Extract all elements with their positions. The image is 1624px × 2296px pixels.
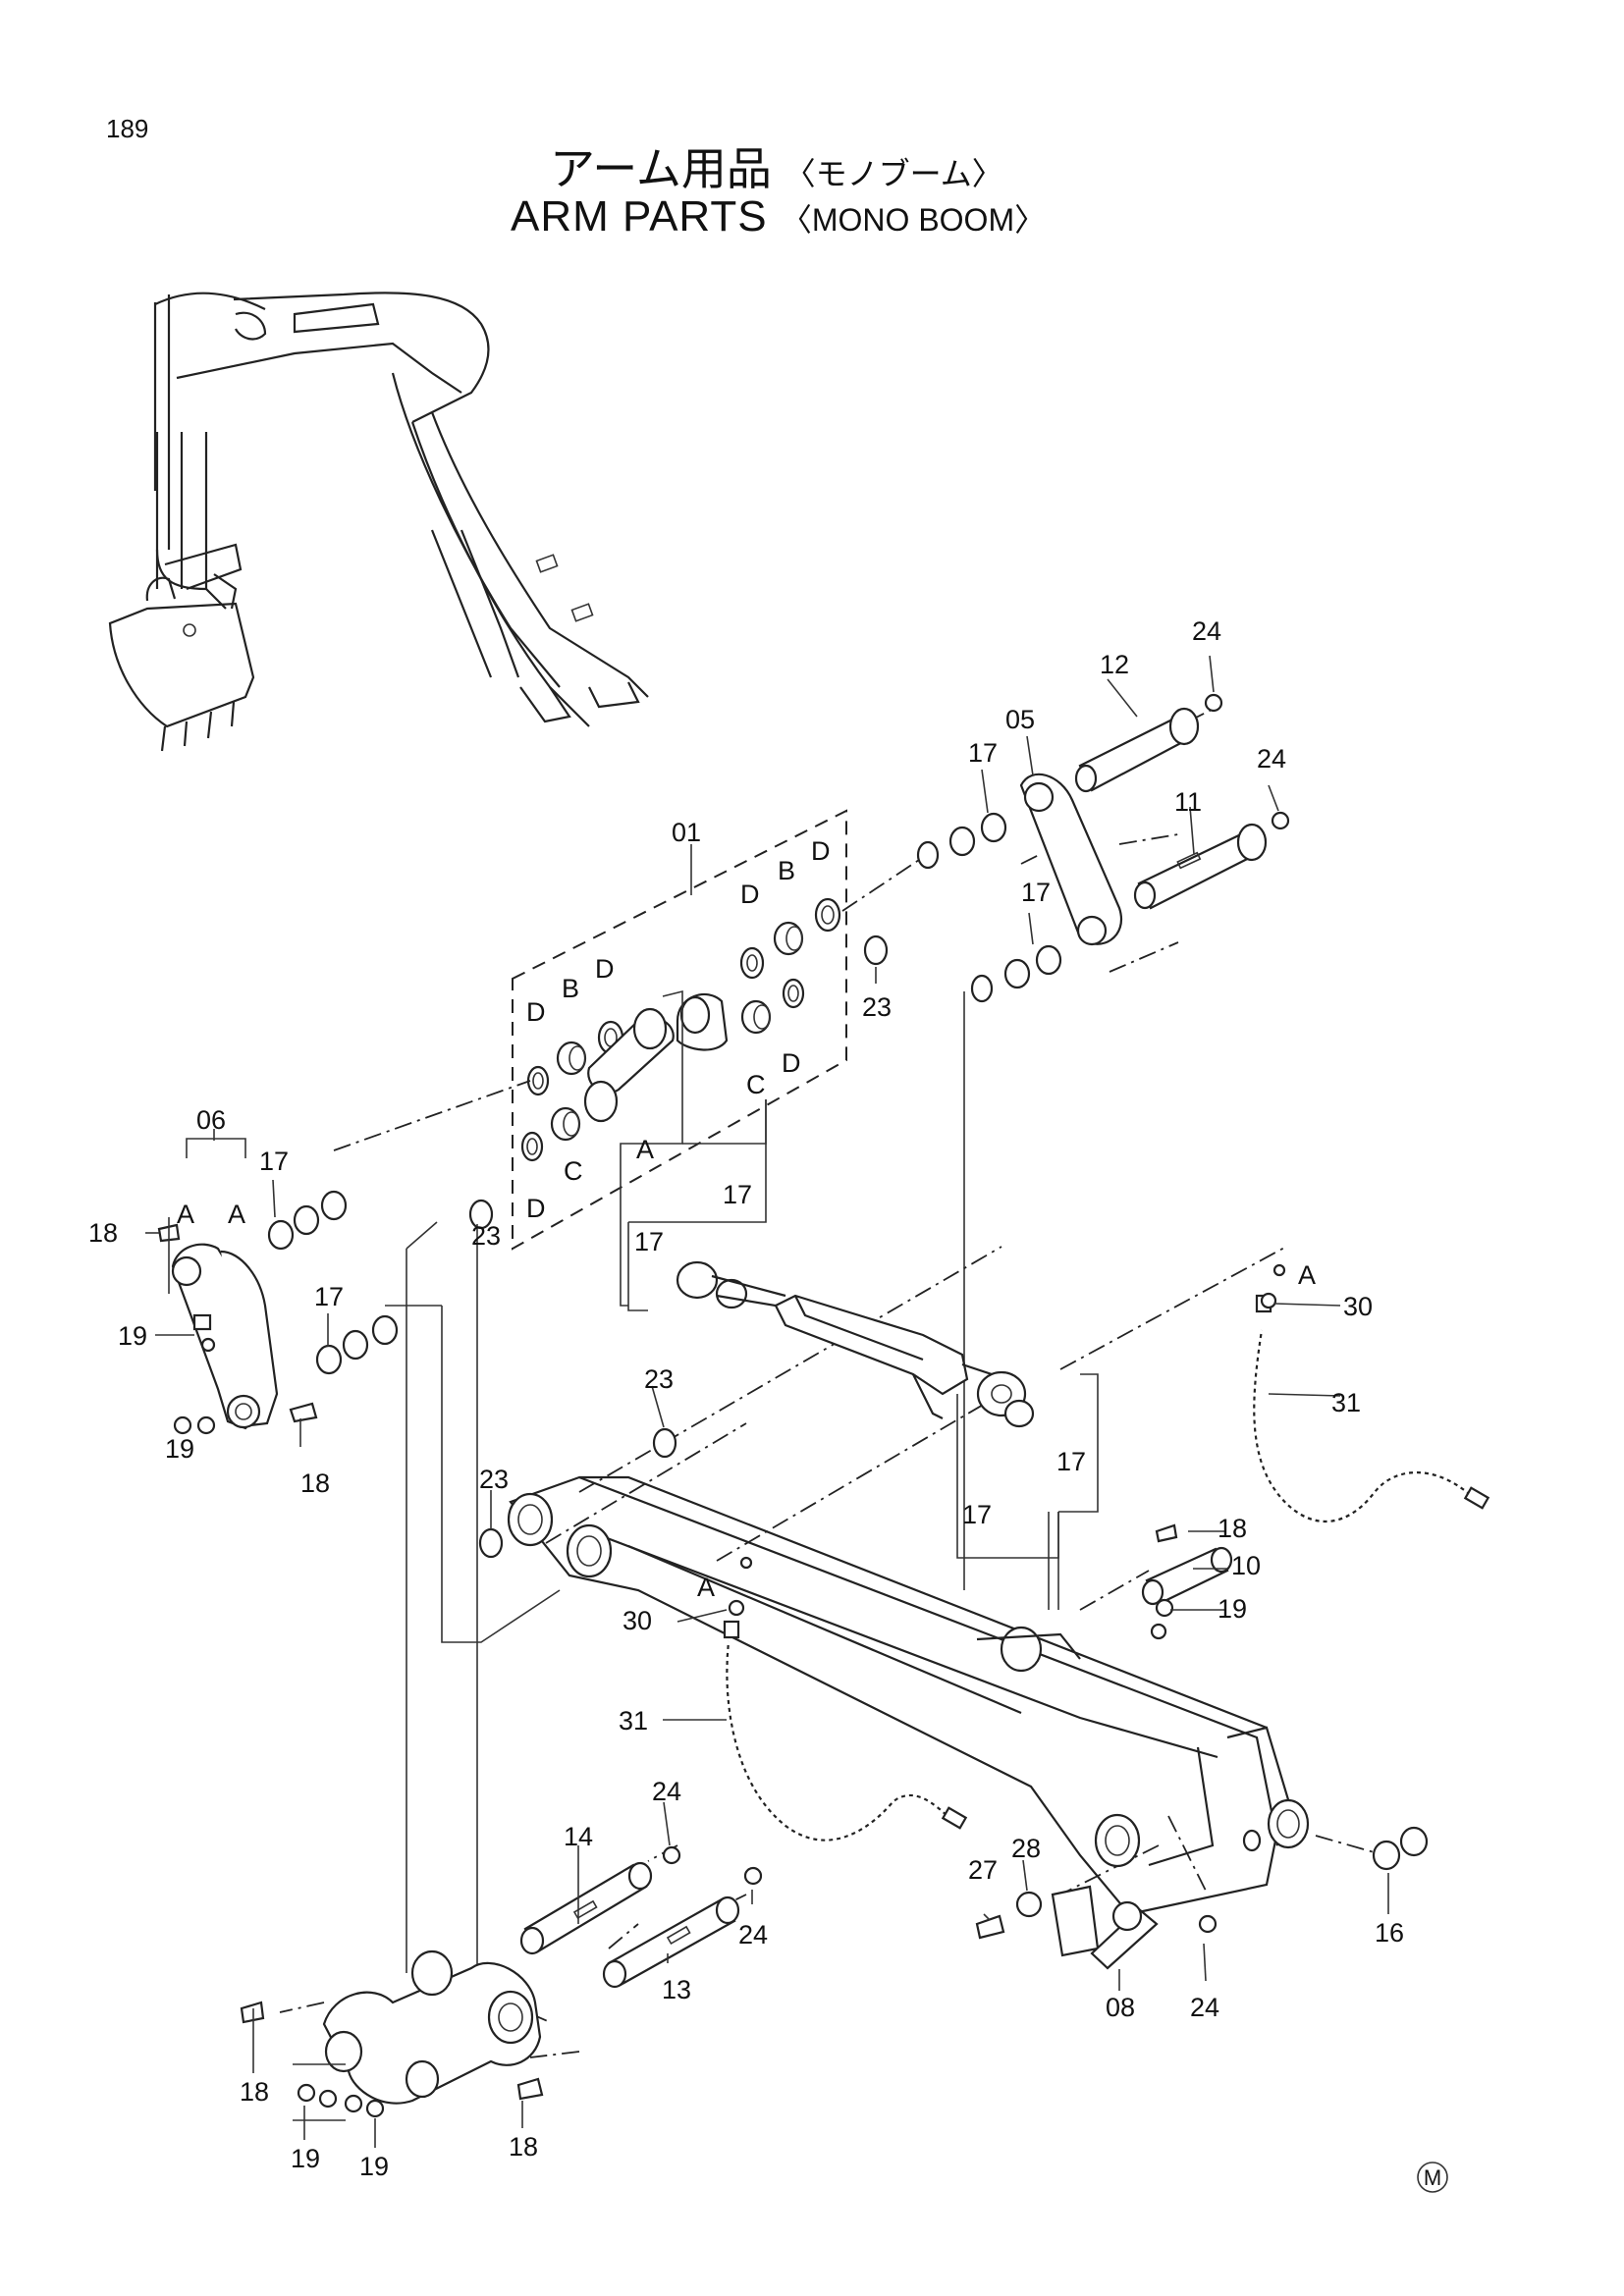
key-a-5: A [697, 1573, 715, 1602]
key-b-1: B [562, 974, 579, 1003]
callout-17-f: 17 [1056, 1447, 1086, 1476]
callout-18-b: 18 [300, 1468, 330, 1498]
callout-24-c: 24 [652, 1777, 681, 1806]
callout-18-a: 18 [88, 1218, 118, 1248]
key-a-1: A [636, 1135, 654, 1164]
key-d-5: D [811, 836, 831, 866]
fitting-marker-a-right [1272, 1263, 1286, 1277]
callout-17-b: 17 [314, 1282, 344, 1311]
title-jp-main: アーム用品 [550, 143, 772, 194]
arm-cylinder-drawing [676, 1260, 1035, 1428]
callout-23-lower: 23 [479, 1465, 509, 1494]
callout-24-d: 24 [738, 1920, 768, 1949]
callout-leaders [145, 655, 1389, 2148]
grease-fitting-30-right [1260, 1292, 1277, 1309]
key-c-1: C [564, 1156, 583, 1186]
callout-19-a: 19 [118, 1321, 147, 1351]
callout-31-right: 31 [1331, 1388, 1361, 1417]
callout-12: 12 [1100, 650, 1129, 679]
callout-19-b: 19 [165, 1434, 194, 1464]
callout-16: 16 [1375, 1918, 1404, 1948]
pin-10-drawing [1141, 1523, 1233, 1640]
excavator-overview-drawing [108, 292, 649, 752]
callout-31-left: 31 [619, 1706, 648, 1735]
key-c-2: C [746, 1070, 766, 1099]
callout-18-d: 18 [240, 2077, 269, 2107]
callout-28: 28 [1011, 1834, 1041, 1863]
title-jp-sub: 〈モノブーム〉 [784, 156, 1003, 191]
callout-10: 10 [1231, 1551, 1261, 1580]
callout-17-c: 17 [634, 1227, 664, 1256]
callout-05: 05 [1005, 705, 1035, 734]
pin-08-drawing [975, 1885, 1218, 1970]
callout-17-d: 17 [723, 1180, 752, 1209]
callout-17-e: 17 [962, 1500, 992, 1529]
grease-fitting-30-left [728, 1599, 745, 1617]
callout-13: 13 [662, 1975, 691, 2004]
key-d-3: D [526, 1194, 546, 1223]
key-d-2: D [595, 954, 615, 984]
shim-23-lower [478, 1527, 504, 1559]
callout-27: 27 [968, 1855, 998, 1885]
callout-30-right: 30 [1343, 1292, 1373, 1321]
key-b-2: B [778, 856, 795, 885]
callout-30-left: 30 [623, 1606, 652, 1635]
shim-16-b [1399, 1826, 1429, 1857]
callout-19-e: 19 [359, 2152, 389, 2181]
assembly-lines [279, 706, 1385, 2058]
key-d-4: D [740, 880, 760, 909]
callout-19-c: 19 [1218, 1594, 1247, 1624]
callout-17-right: 17 [1021, 878, 1051, 907]
bucket-link-drawing [240, 1949, 544, 2121]
callout-06: 06 [196, 1105, 226, 1135]
callout-14: 14 [564, 1822, 593, 1851]
shim-23-mid [652, 1427, 677, 1459]
title-en-main: ARM PARTS [511, 192, 768, 240]
callout-11: 11 [1174, 787, 1202, 817]
grease-hose-31-left [723, 1620, 968, 1843]
arm-body-drawing [507, 1475, 1310, 1916]
callout-18-c: 18 [1218, 1514, 1247, 1543]
link-06-drawing [157, 1129, 399, 1435]
letter-keys: D B D D C A D B D C D A A A A [177, 836, 1316, 1602]
page-number: 189 [106, 114, 149, 143]
callout-24-top: 24 [1192, 616, 1221, 646]
fitting-marker-a-left [739, 1556, 753, 1570]
callout-17-a: 17 [259, 1147, 289, 1176]
link-05-drawing [916, 773, 1122, 1003]
kit-bushings [468, 897, 889, 1230]
shim-16-a [1372, 1840, 1401, 1871]
title-english: ARM PARTS 〈MONO BOOM〉 [511, 192, 1046, 241]
callout-18-e: 18 [509, 2132, 538, 2162]
maker-mark-letter: M [1424, 2165, 1441, 2190]
grease-hose-31-right [1251, 1294, 1490, 1524]
key-a-4: A [1298, 1260, 1316, 1290]
callout-08: 08 [1106, 1993, 1135, 2022]
key-d-6: D [782, 1048, 801, 1078]
callout-labels: 01 05 17 12 24 24 11 17 23 06 17 18 19 1… [88, 616, 1404, 2181]
callout-23-mid: 23 [644, 1364, 674, 1394]
callout-17-top: 17 [968, 738, 998, 768]
pins-13-14 [519, 1845, 763, 1989]
parts-kit-box-01 [512, 809, 847, 1251]
key-a-2: A [177, 1200, 194, 1229]
callout-24-b: 24 [1257, 744, 1286, 774]
title-japanese: アーム用品 〈モノブーム〉 [550, 133, 1003, 198]
callout-24-e: 24 [1190, 1993, 1219, 2022]
title-en-sub: 〈MONO BOOM〉 [780, 202, 1047, 238]
pins-11-12 [1074, 693, 1290, 910]
callout-19-d: 19 [291, 2144, 320, 2173]
callout-01: 01 [672, 818, 701, 847]
key-d-1: D [526, 997, 546, 1027]
maker-mark: M [1417, 2162, 1448, 2193]
callout-23-kit: 23 [862, 992, 892, 1022]
key-a-3: A [228, 1200, 245, 1229]
callout-23-left: 23 [471, 1221, 501, 1251]
